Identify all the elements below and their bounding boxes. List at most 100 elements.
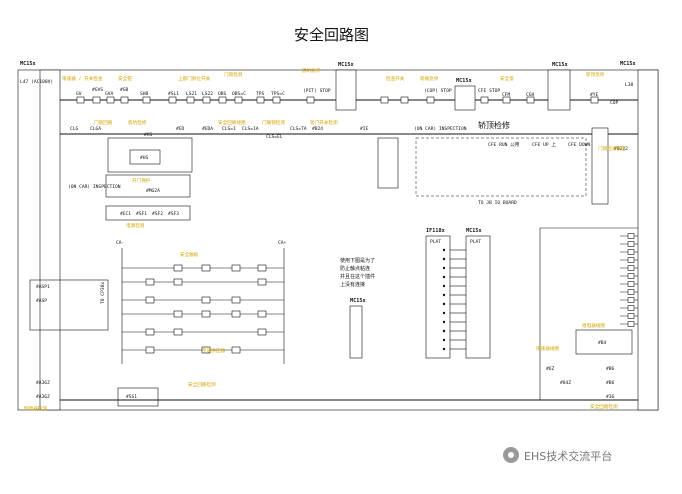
right-contact — [627, 321, 635, 327]
right-contact — [627, 313, 635, 319]
top-inspect-box — [415, 137, 587, 197]
comp-stop-pit: (PIT) STOP — [303, 88, 331, 94]
terminal-l47: L47 (AC100V) — [20, 79, 53, 85]
io-pin — [442, 302, 446, 306]
comp-obsc: OBS=C — [232, 91, 246, 97]
controller-right-corner: MC15x — [620, 61, 636, 67]
controller-mid2: MC15x — [456, 78, 472, 84]
row1-contact — [76, 96, 85, 104]
controller-mid3-block — [547, 69, 571, 111]
relay-contact — [173, 310, 183, 318]
annotation-17: 门锁检测输出 — [598, 145, 626, 152]
comp-cls1: CLS=1 — [222, 126, 236, 132]
row1-contact — [106, 96, 115, 104]
cfe-down: CFE DOWN 下 — [568, 142, 598, 148]
terminal-l30: L30 — [625, 82, 634, 88]
io-pin — [442, 266, 446, 270]
annotation-5: 底坑急停 — [302, 67, 321, 74]
relay-contact — [231, 264, 241, 272]
comp-tps: TPS — [256, 91, 265, 97]
comp-gvs: #GVS — [92, 87, 103, 93]
comp-sf2-a: #SF2 — [152, 211, 163, 217]
outer-frame — [17, 69, 659, 411]
insp-box — [105, 174, 191, 198]
car-controller-block — [377, 137, 399, 189]
comp-ie: #IE — [360, 126, 369, 132]
note-1: 使用下图是为了 — [340, 257, 375, 264]
row1-contact — [120, 96, 129, 104]
relay-contact — [257, 264, 267, 272]
row1-contact — [426, 96, 435, 104]
controller-io1: IF118x — [426, 228, 445, 234]
relay-contact — [257, 310, 267, 318]
section-on-car-insp: (ON CAR) INSPECTION — [68, 184, 121, 190]
row1-contact — [400, 96, 409, 104]
row1-contact — [186, 96, 195, 104]
row1-contact — [218, 96, 227, 104]
controller-left-block — [39, 69, 61, 411]
comp-clga: CLGA — [90, 126, 101, 132]
row1-contact — [590, 96, 599, 104]
section-top-inspect-label: (ON CAR) INSPECTION — [414, 126, 467, 132]
row1-contact — [272, 96, 281, 104]
annotation-23: 制动器检测 — [24, 405, 47, 412]
comp-clsel: CLS=EL — [266, 134, 283, 140]
annotation-7: 轿厢急停 — [420, 75, 439, 82]
comp-sf3-a: #SF3 — [168, 211, 179, 217]
section-top-inspect: 轿顶检修 — [478, 120, 510, 130]
comp-sf1-a: #SF1 — [136, 211, 147, 217]
comp-eda: #EDA — [202, 126, 213, 132]
controller-io2: MC15x — [466, 228, 482, 234]
controller-right-block — [637, 69, 659, 411]
comp-0222: #0222 — [614, 146, 628, 152]
controller-left-top: MC15x — [20, 61, 36, 67]
comp-ec1: #EC1 — [120, 211, 131, 217]
comp-b4: #B4 — [598, 340, 607, 346]
comp-mg2a: #MG2A — [146, 188, 160, 194]
comp-ls22: LS22 — [202, 91, 213, 97]
annotation-14: 轿门开关检测 — [310, 119, 338, 126]
comp-hs-inner: #HS — [140, 155, 149, 161]
comp-obs: OBS — [218, 91, 227, 97]
ca-left: CA- — [116, 240, 124, 246]
annotation-21: 限速器线圈 — [536, 345, 559, 352]
comp-36: #36 — [606, 394, 615, 400]
comp-b24: #B24 — [312, 126, 323, 132]
comp-shb: SHB — [140, 91, 149, 97]
annotation-6: 检查开关 — [386, 75, 405, 82]
relay-contact — [145, 328, 155, 336]
io-pin — [442, 284, 446, 288]
relay-contact — [231, 346, 241, 354]
right-contact — [627, 289, 635, 295]
watermark: EHS技术交流平台 — [524, 449, 612, 463]
right-contact — [627, 233, 635, 239]
comp-84z: #84Z — [560, 380, 571, 386]
right-contact — [627, 257, 635, 263]
annotation-18: 安全触板 — [180, 251, 199, 258]
right-contact — [627, 265, 635, 271]
hs-relay-box — [107, 137, 193, 173]
right-contact — [627, 273, 635, 279]
right-relay-column — [539, 227, 638, 400]
wechat-icon-inner — [508, 452, 514, 458]
io-pin — [442, 320, 446, 324]
comp-sp1: #ASP1 — [36, 284, 50, 290]
row1-contact — [380, 96, 389, 104]
relay-matrix — [122, 264, 284, 354]
io-pin — [442, 257, 446, 261]
comp-cgh: CGH — [526, 92, 535, 98]
to-cp: TO CP38x — [100, 282, 106, 304]
annotation-13: 门联锁检测 — [262, 119, 285, 126]
annotation-10: 门锁回路 — [94, 119, 113, 126]
relay-contact — [145, 346, 155, 354]
annotation-3: 上部门限位开关 — [178, 75, 211, 82]
annotation-12: 安全回路线圈 — [218, 119, 246, 126]
relay-contact — [173, 328, 183, 336]
comp-clg: CLG — [70, 126, 79, 132]
io1-block — [425, 235, 451, 359]
annotation-4: 门锁检测 — [224, 71, 243, 78]
io-links — [442, 248, 466, 351]
row1-contact — [480, 96, 489, 104]
row1-contact — [234, 96, 243, 104]
